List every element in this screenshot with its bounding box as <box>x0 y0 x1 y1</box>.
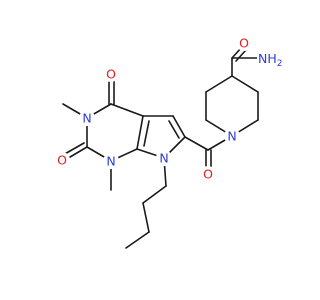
amide-nitrogen-main: NH <box>258 51 277 66</box>
amide-nitrogen-label: NH2 <box>258 51 282 69</box>
bond-pip-1 <box>231 75 259 93</box>
bond-c2-o-b <box>62 142 85 156</box>
bond-butyl-4 <box>125 231 150 249</box>
bonds <box>62 46 259 249</box>
bond-c4a-c7a-a <box>136 115 144 150</box>
c2-oxygen-label: O <box>57 153 67 168</box>
carbonyl-oxygen-label: O <box>203 167 213 182</box>
bond-carbonyl-c6 <box>184 136 209 151</box>
piperidine-nitrogen-label: N <box>227 129 236 144</box>
pyrrole-nitrogen-label: N <box>159 151 168 166</box>
n1-nitrogen-label: N <box>106 154 115 169</box>
amide-nitrogen-subscript: 2 <box>277 59 283 69</box>
bond-pip-6 <box>205 75 233 93</box>
bond-c4a-c4 <box>110 103 144 117</box>
bond-butyl-3 <box>142 202 150 233</box>
n3-nitrogen-label: N <box>82 111 91 126</box>
bond-c6-c5-b <box>168 120 180 139</box>
atom-labels: O NH2 N O N N N O O <box>54 35 287 182</box>
bond-amide-co-b <box>235 49 247 62</box>
amide-oxygen-label: O <box>239 36 249 51</box>
bond-c6-c5-a <box>172 115 186 138</box>
bond-c4a-c7a-b <box>143 120 150 147</box>
bond-butyl-2 <box>142 185 167 204</box>
c4-oxygen-label: O <box>106 67 116 82</box>
molecule-structure: O NH2 N O N N N O O <box>54 35 287 249</box>
